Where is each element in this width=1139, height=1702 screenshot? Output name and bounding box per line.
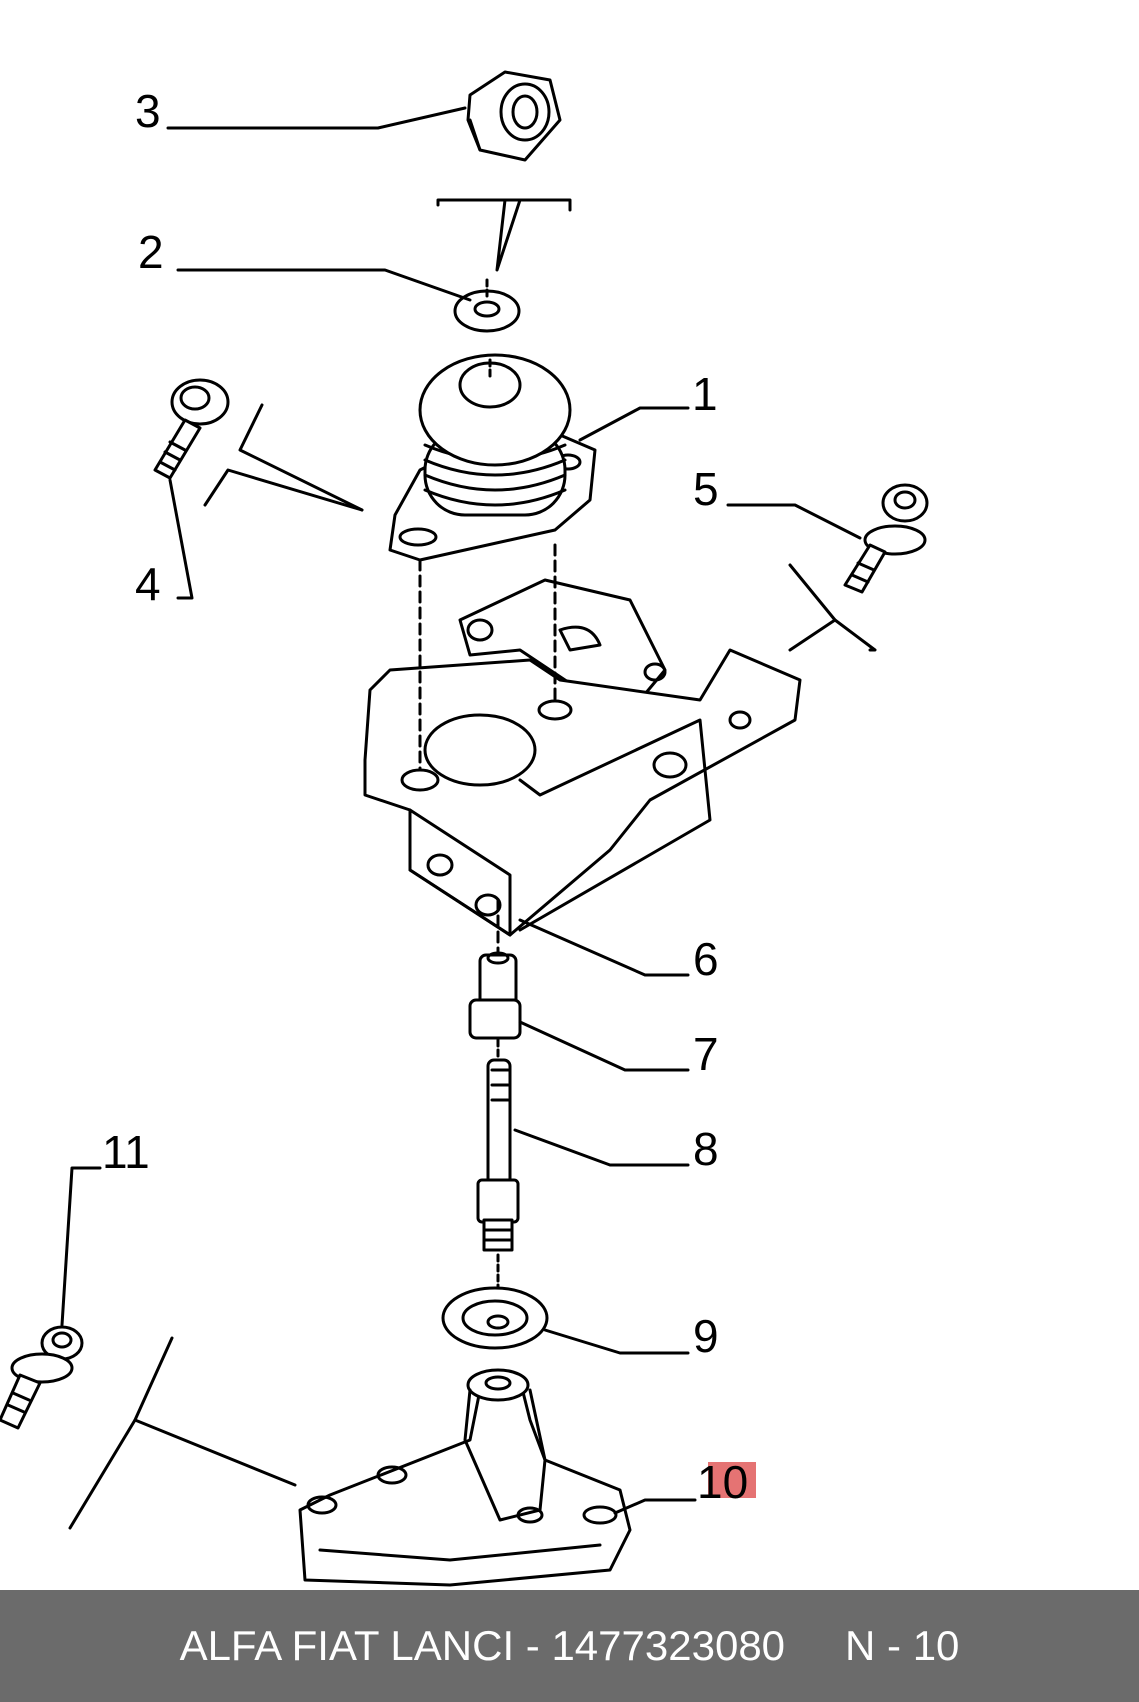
part-number-text: ALFA FIAT LANCI - 1477323080	[179, 1622, 786, 1669]
callout-6: 6	[693, 933, 719, 985]
part-8-stud	[476, 1058, 520, 1302]
footer-bar: ALFA FIAT LANCI - 1477323080 N - 10	[0, 1590, 1139, 1702]
bracket-screw-4	[203, 403, 364, 512]
callout-8: 8	[693, 1123, 719, 1175]
callout-11: 11	[102, 1126, 150, 1178]
part-11-screw	[0, 1325, 84, 1430]
part-1-rubber-mount	[388, 353, 597, 562]
callout-1: 1	[692, 368, 718, 420]
part-5-screw	[843, 483, 929, 594]
callout-2: 2	[138, 226, 164, 278]
callout-10: 10	[697, 1456, 748, 1508]
part-6-support-bracket	[363, 543, 802, 957]
bracket-screw-5	[788, 563, 877, 652]
callout-3: 3	[135, 85, 161, 137]
callout-7: 7	[693, 1028, 719, 1080]
callout-5: 5	[693, 463, 719, 515]
part-9-washer	[441, 1286, 549, 1350]
callout-9: 9	[693, 1310, 719, 1362]
part-4-screw	[153, 378, 230, 480]
part-7-spacer	[468, 951, 522, 1062]
bracket-nut-washer	[436, 198, 572, 272]
callout-4: 4	[135, 558, 161, 610]
part-10-base-housing	[298, 1368, 632, 1587]
exploded-parts-diagram: 3 2 1 5 4 6 7 8 11 9 10	[0, 70, 929, 1587]
part-3-lock-nut	[466, 70, 562, 162]
part-2-washer	[453, 278, 521, 333]
highlight-mark	[708, 1462, 756, 1498]
page-label: N - 10	[845, 1622, 960, 1669]
leader-lines	[60, 106, 862, 1515]
bracket-screw-11	[68, 1336, 297, 1530]
callout-labels: 3 2 1 5 4 6 7 8 11 9 10	[102, 85, 756, 1508]
